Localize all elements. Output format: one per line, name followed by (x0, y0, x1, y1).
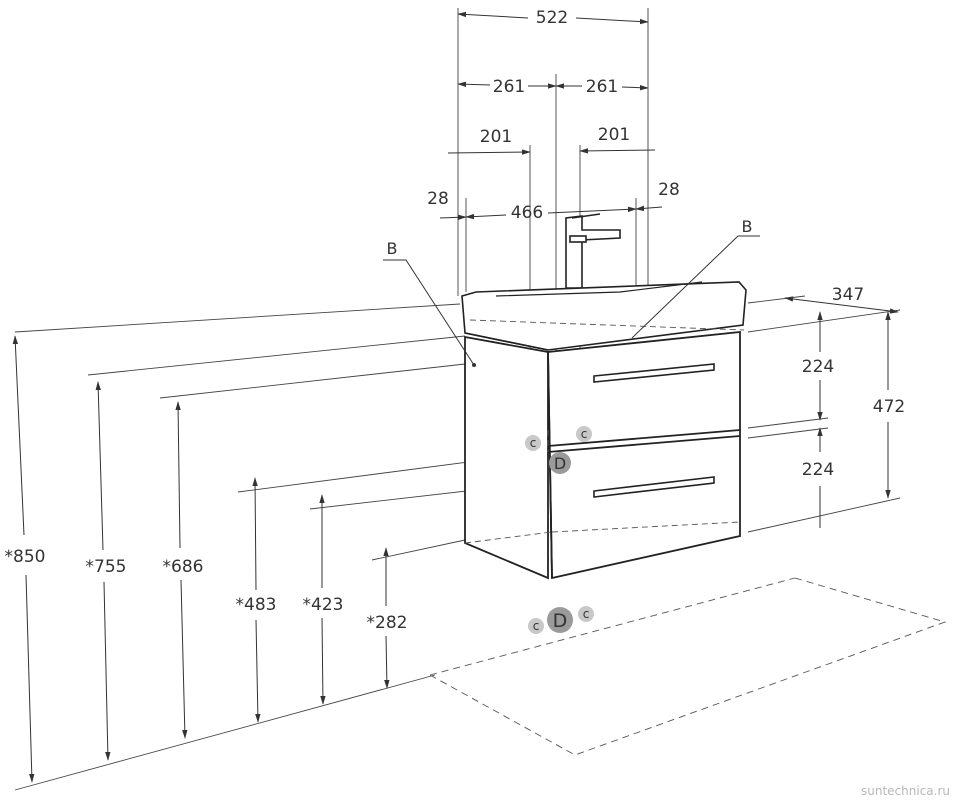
faucet (565, 213, 621, 289)
dim-overall-width: 522 (536, 8, 568, 28)
cold-water-mark-cabinet-right (576, 426, 592, 442)
washbasin (461, 281, 747, 351)
dim-cabinet-height: 472 (873, 397, 905, 417)
connection-labels: c c D c c D (530, 427, 590, 633)
dim-edge-left: 28 (427, 189, 449, 209)
cabinet (464, 331, 741, 580)
extension-lines (14, 8, 901, 791)
watermark: suntechnica.ru (861, 784, 950, 798)
callout-leaders (383, 235, 760, 366)
callout-labels: B B (387, 217, 753, 258)
drawer-handles (593, 363, 715, 498)
side-dimension-labels: 347 224 224 472 (802, 285, 905, 480)
callout-b-left: B (387, 239, 398, 258)
floor-outline (429, 577, 947, 756)
cold-label-2: c (581, 427, 588, 441)
cold-label-3: c (533, 619, 540, 633)
dim-height-483: *483 (236, 595, 277, 615)
top-dimension-labels: 522 261 261 201 201 466 28 28 (427, 8, 680, 223)
basin-hidden-lines (469, 319, 745, 331)
drain-mark-cabinet (549, 452, 571, 474)
top-dimension-lines (439, 11, 663, 221)
dim-half-right: 261 (586, 77, 618, 97)
drain-label-1: D (554, 454, 566, 473)
dim-offset-left: 201 (480, 127, 512, 147)
cold-label-1: c (530, 436, 537, 450)
dim-depth: 347 (832, 285, 864, 305)
dim-height-755: *755 (86, 557, 127, 577)
dim-upper-drawer: 224 (802, 357, 834, 377)
dim-half-left: 261 (493, 77, 525, 97)
cold-water-mark-cabinet-left (525, 435, 541, 451)
dim-height-850: *850 (5, 547, 46, 567)
cold-label-4: c (583, 607, 590, 621)
dim-height-423: *423 (303, 595, 344, 615)
dim-height-686: *686 (163, 557, 204, 577)
drain-mark-floor (547, 607, 573, 633)
side-dimension-lines (784, 296, 899, 528)
callout-point-left (472, 363, 476, 367)
dim-height-282: *282 (367, 613, 408, 633)
drain-label-2: D (553, 610, 568, 632)
cabinet-hidden-lines (464, 430, 741, 544)
cold-water-mark-floor-left (528, 618, 544, 634)
dim-lower-drawer: 224 (802, 460, 834, 480)
connection-marks (525, 426, 594, 634)
dim-offset-right: 201 (598, 125, 630, 145)
cold-water-mark-floor-right (578, 606, 594, 622)
dim-edge-right: 28 (658, 180, 680, 200)
height-dimension-labels: *850 *755 *686 *483 *423 *282 (5, 547, 408, 633)
callout-b-right: B (742, 217, 753, 236)
dim-inner-width: 466 (511, 203, 543, 223)
height-dimension-lines (12, 335, 390, 783)
